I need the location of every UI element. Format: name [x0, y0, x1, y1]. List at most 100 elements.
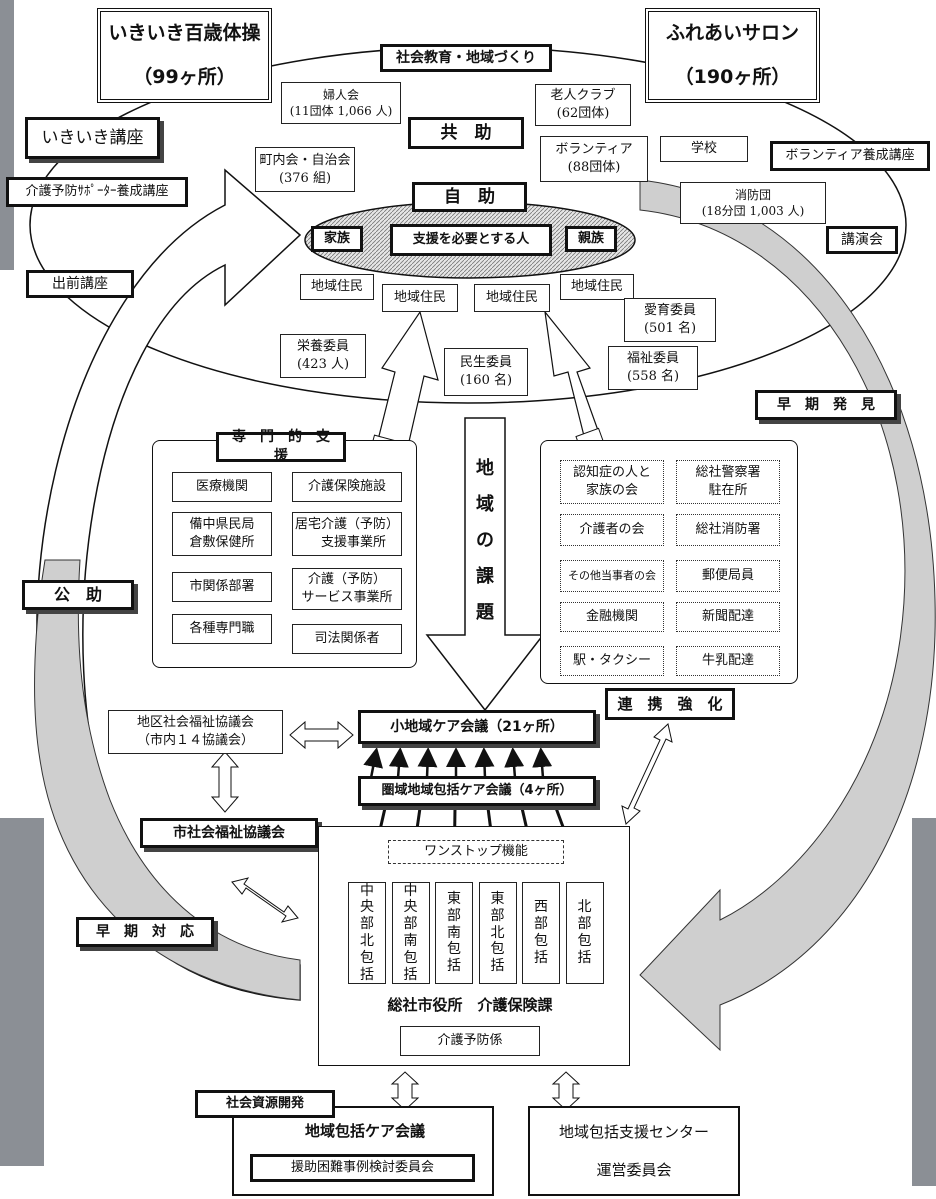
partner-item: 郵便局員 [676, 560, 780, 592]
comprehensive-center: 北部包括 [566, 882, 604, 984]
early-response-label: 早 期 対 応 [76, 917, 214, 947]
center-char: 括 [447, 958, 461, 975]
center-char: 南 [447, 925, 461, 942]
fukushi-committee: 福祉委員 (558 名) [608, 346, 698, 390]
area-to-small-area-arrows [371, 752, 543, 778]
center-char: 北 [578, 899, 592, 916]
regional-issues-char: 地 [470, 460, 500, 496]
partner-item: 金融機関 [560, 602, 664, 632]
center-char: 部 [360, 916, 374, 933]
resident-3: 地域住民 [474, 284, 550, 312]
center-char: 北 [360, 933, 374, 950]
center-char: 東 [447, 891, 461, 908]
center-char: 部 [534, 916, 548, 933]
salon-count: （190ヶ所） [675, 65, 791, 91]
fujinkai-box: 婦人会 (11団体 1,066 人) [281, 82, 401, 124]
partner-item: その他当事者の会 [560, 560, 664, 592]
center-char: 南 [404, 933, 418, 950]
resource-dev-label: 社会資源開発 [195, 1090, 335, 1118]
fureai-salon-box: ふれあいサロン （190ヶ所） [645, 8, 820, 103]
prevention-section: 介護予防係 [400, 1026, 540, 1056]
jijo-label: 自 助 [412, 182, 527, 212]
comprehensive-center: 東部南包括 [435, 882, 473, 984]
center-char: 西 [534, 899, 548, 916]
comprehensive-center: 東部北包括 [479, 882, 517, 984]
care-meeting-title: 地域包括ケア会議 [280, 1118, 450, 1144]
renkei-office-arrow [622, 724, 672, 824]
partner-item: 認知症の人と 家族の会 [560, 460, 664, 504]
center-char: 東 [491, 891, 505, 908]
chonaikai-box: 町内会・自治会 (376 組) [255, 147, 355, 192]
public-help-label: 公 助 [22, 580, 134, 610]
volunteer-box: ボランティア (88団体) [540, 136, 648, 182]
center-char: 括 [360, 967, 374, 984]
specialist-item: 介護保険施設 [292, 472, 402, 502]
district-council-box: 地区社会福祉協議会 （市内１４協議会） [108, 710, 283, 754]
school-box: 学校 [660, 136, 748, 162]
center-char: 括 [578, 950, 592, 967]
one-stop-function: ワンストップ機能 [388, 840, 564, 864]
early-detection-label: 早 期 発 見 [755, 390, 897, 420]
center-char: 包 [578, 933, 592, 950]
center-char: 部 [447, 908, 461, 925]
partner-item: 新聞配達 [676, 602, 780, 632]
support-center-committee: 地域包括支援センター 運営委員会 [528, 1106, 740, 1196]
partner-item: 総社消防署 [676, 514, 780, 546]
volunteer-course-box: ボランティア養成講座 [770, 141, 930, 171]
specialist-item: 司法関係者 [292, 624, 402, 654]
nutrition-committee: 栄養委員 (423 人) [280, 334, 366, 378]
resident-2: 地域住民 [382, 284, 458, 312]
partner-item: 介護者の会 [560, 514, 664, 546]
center-char: 中 [404, 883, 418, 900]
center-char: 包 [447, 941, 461, 958]
center-char: 括 [404, 967, 418, 984]
specialist-item: 医療機関 [172, 472, 272, 502]
ikiiki-course-box: いきいき講座 [25, 117, 160, 159]
salon-title: ふれあいサロン [666, 21, 799, 47]
delivery-course-box: 出前講座 [26, 270, 134, 298]
right-up-arrow [545, 312, 600, 440]
minsei-committee: 民生委員 (160 名) [444, 348, 528, 396]
renkei-label: 連 携 強 化 [605, 688, 735, 720]
center-char: 包 [534, 933, 548, 950]
district-small-area-arrow [290, 722, 353, 748]
regional-issues-char: 題 [470, 604, 500, 640]
rojin-club-box: 老人クラブ (62団体) [535, 84, 631, 126]
partner-item: 総社警察署 駐在所 [676, 460, 780, 504]
center-char: 央 [360, 899, 374, 916]
fire-corps-box: 消防団 (18分団 1,003 人) [680, 182, 826, 224]
center-char: 北 [491, 925, 505, 942]
specialist-item: 各種専門職 [172, 614, 272, 644]
city-council-office-arrow [232, 878, 298, 922]
center-char: 央 [404, 899, 418, 916]
city-council-box: 市社会福祉協議会 [140, 818, 318, 848]
left-up-arrow [378, 312, 438, 446]
ikiiki-exercise-box: いきいき百歳体操 （99ヶ所） [97, 8, 272, 103]
center-char: 部 [491, 908, 505, 925]
comprehensive-center: 西部包括 [522, 882, 560, 984]
center-char: 括 [534, 950, 548, 967]
specialist-item: 居宅介護（予防） 支援事業所 [292, 512, 402, 556]
family-label: 家族 [311, 226, 363, 252]
support-center-line1: 地域包括支援センター [559, 1122, 709, 1142]
support-center-line2: 運営委員会 [596, 1160, 671, 1180]
aiiku-committee: 愛育委員 (501 名) [624, 298, 716, 342]
regional-issues-char: の [470, 532, 500, 568]
difficult-cases-committee: 援助困難事例検討委員会 [250, 1154, 475, 1182]
social-education-box: 社会教育・地域づくり [380, 44, 552, 72]
center-char: 括 [491, 958, 505, 975]
kaigo-supporter-course-box: 介護予防ｻﾎﾟｰﾀｰ養成講座 [6, 177, 188, 207]
person-needing-support: 支援を必要とする人 [390, 224, 552, 256]
comprehensive-center: 中央部南包括 [392, 882, 430, 984]
center-char: 包 [491, 941, 505, 958]
kyojo-label: 共 助 [408, 117, 524, 149]
resident-4: 地域住民 [560, 274, 634, 300]
district-city-council-arrow [212, 752, 238, 812]
office-care-meeting-arrow [392, 1072, 418, 1110]
regional-issues-char: 課 [470, 568, 500, 604]
comprehensive-center: 中央部北包括 [348, 882, 386, 984]
relatives-label: 親族 [565, 226, 617, 252]
ikiiki-title: いきいき百歳体操 [108, 21, 260, 47]
area-comprehensive-meeting: 圏域地域包括ケア会議（4ヶ所） [358, 776, 596, 806]
center-char: 部 [578, 916, 592, 933]
